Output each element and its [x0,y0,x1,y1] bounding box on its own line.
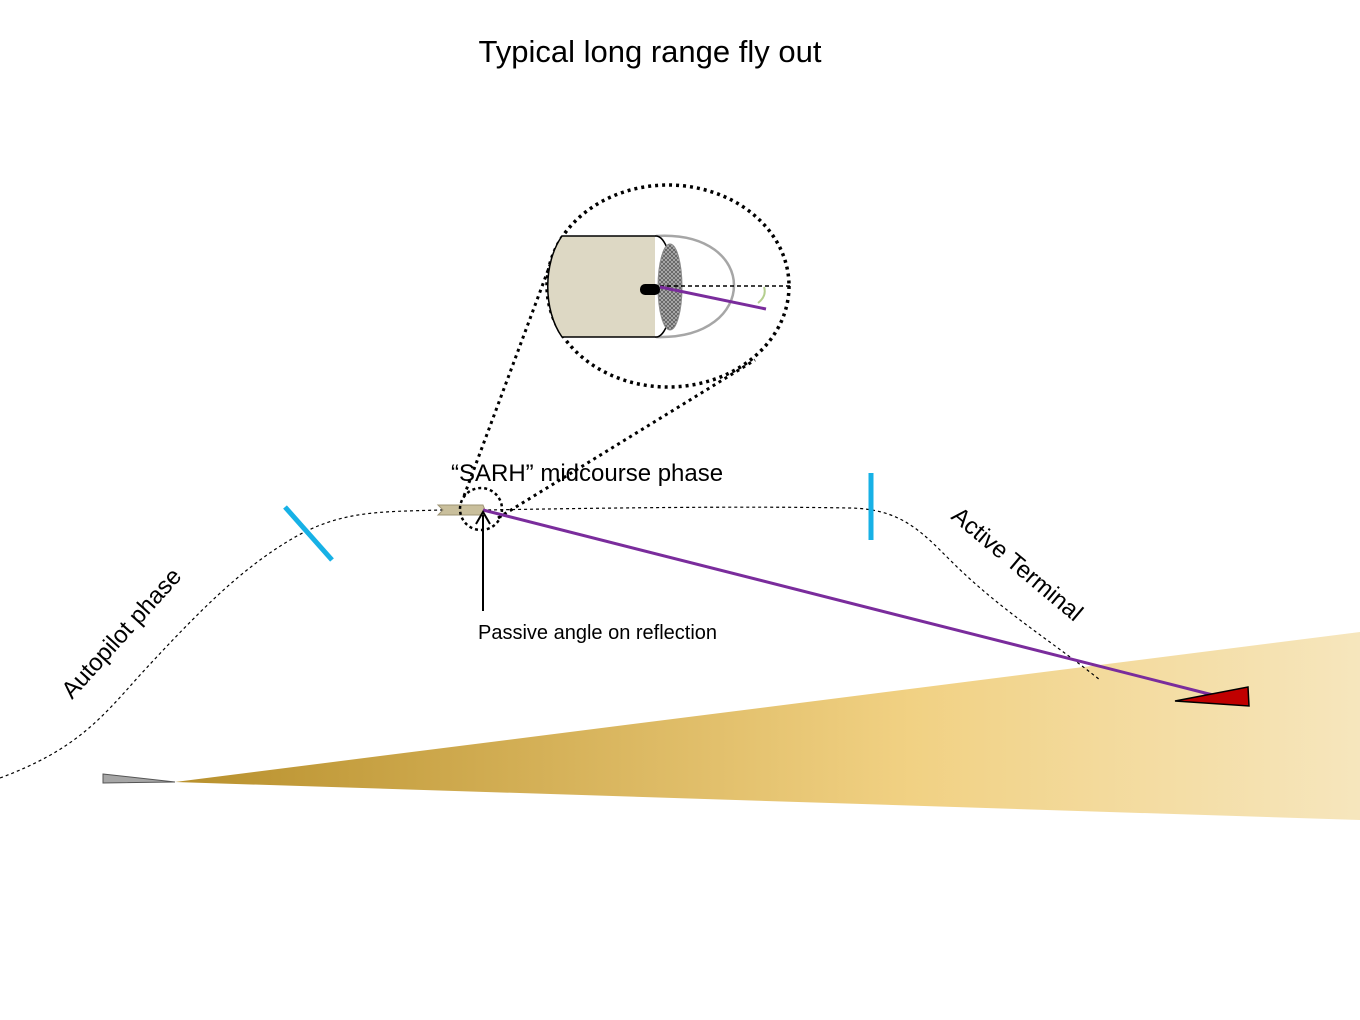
missile-body-section [547,235,657,338]
seeker-gimbal [640,284,660,295]
missile-nose-highlight [458,486,504,532]
target-aircraft [1174,686,1250,707]
passive-angle-label: Passive angle on reflection [478,622,717,644]
active-terminal-label: Active Terminal [946,502,1088,627]
radar-beam [175,632,1360,820]
passive-angle-arrowhead [475,510,491,525]
seeker-line-of-sight [482,508,1214,697]
zoom-connector-left [462,264,552,497]
look-angle-arc [757,286,766,304]
autopilot-phase-boundary [283,505,334,562]
autopilot-phase-label: Autopilot phase [56,563,187,704]
zoom-connector-right [497,358,756,520]
launch-aircraft [102,773,176,784]
missile-flight-path [0,506,1101,779]
seeker-look-angle [659,285,767,311]
diagram-title: Typical long range fly out [479,34,822,69]
sarh-midcourse-phase-label: “SARH” midcourse phase [451,460,723,487]
seeker-zoom-inset [545,183,791,389]
